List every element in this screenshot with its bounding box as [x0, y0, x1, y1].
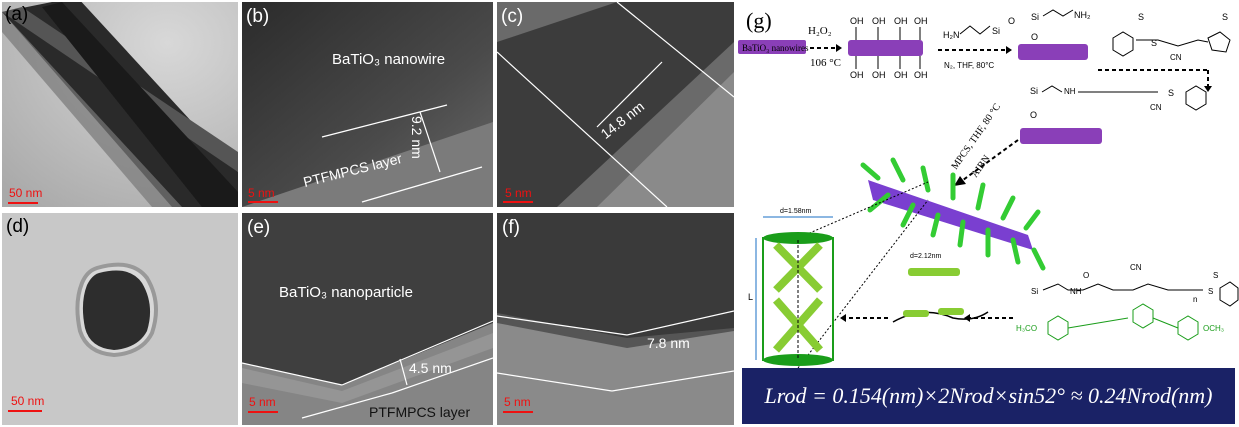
panel-e-title: BaTiO₃ nanoparticle: [279, 284, 413, 301]
svg-text:S: S: [1151, 38, 1157, 48]
svg-text:O: O: [1083, 271, 1089, 280]
panel-e-label: (e): [247, 217, 271, 238]
svg-text:OH: OH: [914, 70, 928, 80]
svg-text:OH: OH: [850, 70, 864, 80]
svg-text:OH: OH: [894, 16, 908, 26]
panel-f-label: (f): [502, 217, 520, 238]
benzene-ring-1: [1112, 31, 1134, 57]
panel-b-label: (b): [246, 6, 270, 27]
panel-d-scale-bar: [8, 410, 42, 412]
panel-e-scale-text: 5 nm: [249, 395, 276, 409]
panel-a-label: (a): [5, 4, 29, 25]
panel-f-scale-bar: [503, 411, 533, 413]
condition-aibn: AIBN: [969, 153, 992, 179]
panel-f-scale-text: 5 nm: [504, 395, 531, 409]
nanowire-label: BaTiO₃ nanowires: [742, 43, 809, 53]
polymer-brush-nanowire: [860, 157, 1046, 271]
panel-b-title: BaTiO₃ nanowire: [332, 51, 446, 68]
svg-text:OH: OH: [914, 16, 928, 26]
methoxy-right: OCH₃: [1203, 324, 1224, 333]
panel-c-hrtem-image: (c) 14.8 nm 5 nm: [497, 2, 734, 207]
svg-text:Si: Si: [1030, 86, 1038, 96]
panel-d-scale-text: 50 nm: [11, 394, 45, 408]
mesogen-structure: [1047, 303, 1199, 341]
panel-f-thickness: 7.8 nm: [647, 335, 690, 351]
svg-text:n: n: [1193, 295, 1197, 304]
amine-nh2: NH₂: [1074, 10, 1091, 20]
oh-groups: OH OH OH OH OH OH OH OH: [850, 16, 928, 80]
panel-d-tem-image: (d) 50 nm: [2, 213, 238, 425]
svg-text:OH: OH: [894, 70, 908, 80]
svg-text:CN: CN: [1130, 263, 1142, 272]
panel-a-scale-text: 50 nm: [9, 186, 43, 200]
svg-text:OH: OH: [872, 16, 886, 26]
diameter-label-2: d=2.12nm: [910, 253, 941, 260]
panel-e-scale-bar: [248, 411, 278, 413]
panel-c-label: (c): [501, 6, 524, 27]
svg-text:O: O: [1008, 16, 1015, 26]
formula-box: Lrod = 0.154(nm)×2Nrod×sin52° ≈ 0.24Nrod…: [742, 368, 1235, 424]
mesogen-unit: [908, 268, 960, 276]
mesogen-cylinder-model: [762, 232, 834, 366]
svg-text:Si: Si: [1031, 12, 1039, 22]
silane-grafted-rod: [1018, 44, 1088, 60]
panel-b-hrtem-image: (b) BaTiO₃ nanowire 9.2 nm PTFMPCS layer…: [242, 2, 493, 207]
svg-text:OH: OH: [850, 16, 864, 26]
svg-text:O: O: [1031, 32, 1038, 42]
benzene-ring-3: [1219, 281, 1239, 307]
panel-a-tem-image: (a) 50 nm: [2, 2, 238, 207]
panel-b-thickness: 9.2 nm: [409, 116, 425, 159]
hydroxylated-rod: [848, 40, 923, 56]
benzene-ring-2: [1185, 85, 1207, 111]
svg-text:OH: OH: [872, 70, 886, 80]
length-label: L: [748, 292, 753, 302]
diameter-label-1: d=1.58nm: [780, 208, 811, 215]
aminosilane-h2n: H₂N: [943, 30, 960, 40]
methoxy-left: H₃CO: [1016, 324, 1037, 333]
svg-text:CN: CN: [1170, 53, 1182, 62]
panel-e-layer: PTFMPCS layer: [369, 404, 471, 420]
reagent-h2o2: H₂O₂: [808, 25, 832, 37]
arrow-4: [962, 139, 1019, 181]
svg-text:NH: NH: [1064, 87, 1076, 96]
svg-text:CN: CN: [1150, 103, 1162, 112]
panel-e-hrtem-image: (e) BaTiO₃ nanoparticle 4.5 nm PTFMPCS l…: [242, 213, 493, 425]
panel-d-label: (d): [6, 216, 30, 237]
temp-106: 106 °C: [810, 57, 841, 69]
batio3-nanowire-rod: [738, 40, 806, 54]
panel-a-scale-bar: [8, 202, 38, 204]
svg-text:Si: Si: [992, 26, 1000, 36]
condition-mpcs: MPCS, THF, 80 °C: [949, 101, 1003, 171]
svg-text:S: S: [1138, 12, 1144, 22]
svg-text:S: S: [1213, 271, 1218, 280]
raft-grafted-rod: [1020, 128, 1102, 144]
svg-text:S: S: [1208, 287, 1213, 296]
panel-c-scale-bar: [503, 201, 533, 203]
condition-n2-thf: N₂, THF, 80°C: [944, 61, 994, 70]
svg-text:S: S: [1222, 12, 1228, 22]
svg-text:S: S: [1168, 88, 1174, 98]
svg-text:Si: Si: [1031, 287, 1038, 296]
panel-b-scale-text: 5 nm: [248, 186, 275, 200]
rod-length-formula: Lrod = 0.154(nm)×2Nrod×sin52° ≈ 0.24Nrod…: [764, 383, 1213, 408]
panel-b-scale-bar: [248, 201, 278, 203]
panel-g-label: (g): [746, 8, 772, 33]
panel-c-scale-text: 5 nm: [505, 186, 532, 200]
thiazolidine-ring: [1207, 31, 1231, 53]
panel-f-hrtem-image: (f) 7.8 nm 5 nm: [497, 213, 734, 425]
svg-text:O: O: [1030, 110, 1037, 120]
svg-text:NH: NH: [1070, 287, 1082, 296]
panel-e-thickness: 4.5 nm: [409, 360, 452, 376]
